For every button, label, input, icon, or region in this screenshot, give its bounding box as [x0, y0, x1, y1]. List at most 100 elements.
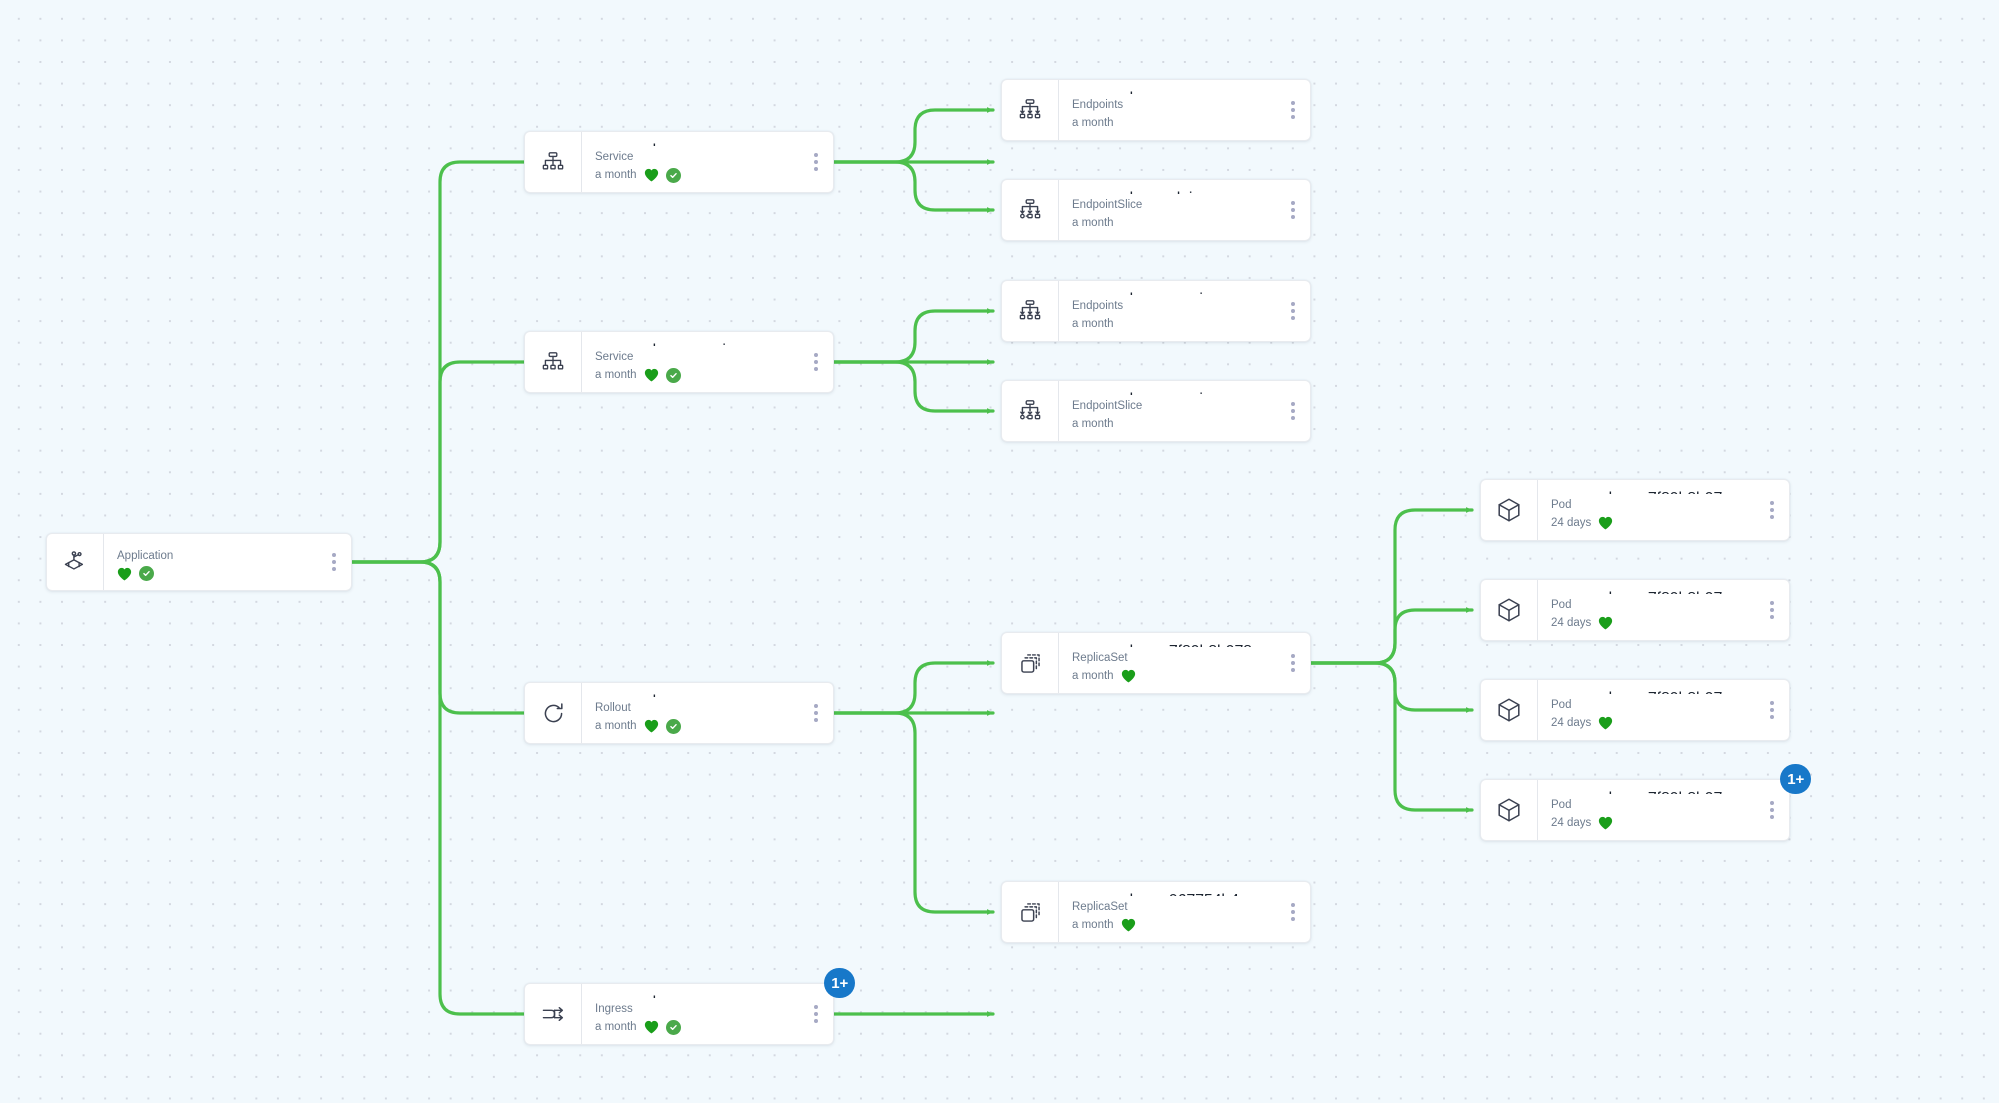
node-kebab-menu-icon[interactable]: [1284, 281, 1310, 341]
node-count-badge[interactable]: 1+: [824, 968, 855, 998]
node-kebab-menu-icon[interactable]: [1284, 180, 1310, 240]
sync-check-icon: [665, 718, 681, 734]
node-body: canary-demo-preview Service a month: [581, 332, 807, 392]
sync-check-icon: [139, 566, 154, 581]
node-kebab-menu-icon[interactable]: [1763, 480, 1789, 540]
resource-node-eps[interactable]: canary-demo-clpjw EndpointSlice a month: [1001, 179, 1311, 241]
node-age: 24 days: [1551, 617, 1592, 629]
node-body: canary-demo-preview-v... EndpointSlice a…: [1058, 381, 1284, 441]
node-kind: Pod: [1551, 699, 1572, 711]
node-kebab-menu-icon[interactable]: [1284, 633, 1310, 693]
node-kind: Application: [117, 550, 174, 562]
resource-node-pod-2[interactable]: canary-demo-7f89b8b97... Pod 24 days: [1480, 579, 1790, 641]
node-body: canary-demo Service a month: [581, 132, 807, 192]
node-title: canary-demo-clpjw: [1072, 189, 1284, 194]
node-kind: Pod: [1551, 499, 1572, 511]
edge-rollout-to-replicaset-2: [832, 711, 995, 915]
node-kebab-menu-icon[interactable]: [1284, 80, 1310, 140]
node-body: canary-demo Rollout a month: [581, 683, 807, 743]
node-kind: Pod: [1551, 799, 1572, 811]
node-count-badge[interactable]: 1+: [1780, 764, 1811, 794]
node-kebab-menu-icon[interactable]: [325, 534, 351, 590]
node-kind: Service: [595, 351, 634, 363]
pod-icon: [1481, 480, 1537, 540]
node-meta: a month: [1072, 316, 1284, 332]
node-age: 24 days: [1551, 817, 1592, 829]
node-title: canary-demo-7f89b8b97...: [1551, 489, 1763, 494]
resource-node-ingress[interactable]: canary-demo Ingress a month 1+: [524, 968, 855, 1053]
node-meta: 24 days: [1551, 715, 1763, 731]
health-heart-icon: [644, 719, 659, 733]
node-meta: 24 days: [1551, 515, 1763, 531]
node-kind: Endpoints: [1072, 300, 1124, 312]
node-body: canary-demo-preview Endpoints a month: [1058, 281, 1284, 341]
node-kebab-menu-icon[interactable]: [1763, 580, 1789, 640]
node-body: canary-demo-clpjw EndpointSlice a month: [1058, 180, 1284, 240]
edge-replicaset-to-pod-2: [1309, 607, 1474, 665]
node-body: canary-demo Endpoints a month: [1058, 80, 1284, 140]
health-heart-icon: [1121, 669, 1136, 683]
sync-check-icon: [665, 1019, 681, 1035]
node-body: canary-demo-7f89b8b97... Pod 24 days: [1537, 580, 1763, 640]
sync-check-icon: [665, 367, 681, 383]
health-heart-icon: [644, 168, 659, 182]
node-body: canary-demo-7f89b8b97... Pod 24 days: [1537, 680, 1763, 740]
edge-replicaset-to-pod-4: [1309, 661, 1474, 813]
edge-service-to-endpointslice: [832, 160, 995, 213]
node-meta: a month: [1072, 917, 1284, 933]
node-age: a month: [595, 720, 637, 732]
node-body: canary-demo Ingress a month: [581, 984, 807, 1044]
endpoints-icon: [1002, 80, 1058, 140]
node-body: canary-demo-7f89b8b978 ReplicaSet a mont…: [1058, 633, 1284, 693]
node-age: a month: [1072, 919, 1114, 931]
node-body: canary-demo Application: [103, 534, 325, 590]
node-kebab-menu-icon[interactable]: [1284, 882, 1310, 942]
resource-node-rs-1[interactable]: canary-demo-7f89b8b978 ReplicaSet a mont…: [1001, 632, 1311, 694]
node-title: canary-demo-967754b4c: [1072, 891, 1284, 896]
node-title: canary-demo: [1072, 89, 1284, 94]
resource-node-svc-preview[interactable]: canary-demo-preview Service a month: [524, 331, 834, 393]
node-age: a month: [1072, 117, 1114, 129]
node-kind: Rollout: [595, 702, 631, 714]
health-heart-icon: [644, 1020, 659, 1034]
node-title: canary-demo: [117, 543, 325, 545]
node-title: canary-demo-7f89b8b97...: [1551, 589, 1763, 594]
node-meta: a month: [595, 167, 807, 183]
ingress-icon: [525, 984, 581, 1044]
edge-app-to-ingress: [350, 560, 995, 1017]
resource-node-pod-4[interactable]: canary-demo-7f89b8b97... Pod 24 days 1+: [1480, 764, 1811, 849]
node-kind: Endpoints: [1072, 99, 1124, 111]
resource-node-ep[interactable]: canary-demo Endpoints a month: [1001, 79, 1311, 141]
health-heart-icon: [1598, 516, 1613, 530]
node-age: a month: [595, 169, 637, 181]
node-title: canary-demo-preview: [595, 341, 807, 346]
resource-node-app[interactable]: canary-demo Application: [46, 533, 352, 591]
node-meta: a month: [1072, 416, 1284, 432]
node-kebab-menu-icon[interactable]: [807, 132, 833, 192]
node-kebab-menu-icon[interactable]: [807, 683, 833, 743]
node-age: a month: [595, 369, 637, 381]
resource-node-rollout[interactable]: canary-demo Rollout a month: [524, 682, 834, 744]
resource-node-pod-1[interactable]: canary-demo-7f89b8b97... Pod 24 days: [1480, 479, 1790, 541]
resource-node-rs-2[interactable]: canary-demo-967754b4c ReplicaSet a month: [1001, 881, 1311, 943]
edge-service-preview-to-endpointslice: [832, 360, 995, 414]
node-kebab-menu-icon[interactable]: [1763, 680, 1789, 740]
resource-node-pod-3[interactable]: canary-demo-7f89b8b97... Pod 24 days: [1480, 679, 1790, 741]
service-icon: [525, 132, 581, 192]
node-kebab-menu-icon[interactable]: [1284, 381, 1310, 441]
resource-node-ep-preview[interactable]: canary-demo-preview Endpoints a month: [1001, 280, 1311, 342]
node-body: canary-demo-7f89b8b97... Pod 24 days: [1537, 780, 1763, 840]
node-title: canary-demo: [595, 141, 807, 146]
edge-service-to-endpoints: [832, 107, 995, 164]
node-kebab-menu-icon[interactable]: [1763, 780, 1789, 840]
node-age: 24 days: [1551, 717, 1592, 729]
edge-replicaset-to-pod-3: [1309, 661, 1474, 713]
health-heart-icon: [1598, 716, 1613, 730]
node-kebab-menu-icon[interactable]: [807, 332, 833, 392]
resource-node-svc[interactable]: canary-demo Service a month: [524, 131, 834, 193]
resource-node-eps-preview[interactable]: canary-demo-preview-v... EndpointSlice a…: [1001, 380, 1311, 442]
node-kebab-menu-icon[interactable]: [807, 984, 833, 1044]
service-icon: [525, 332, 581, 392]
node-age: a month: [1072, 670, 1114, 682]
